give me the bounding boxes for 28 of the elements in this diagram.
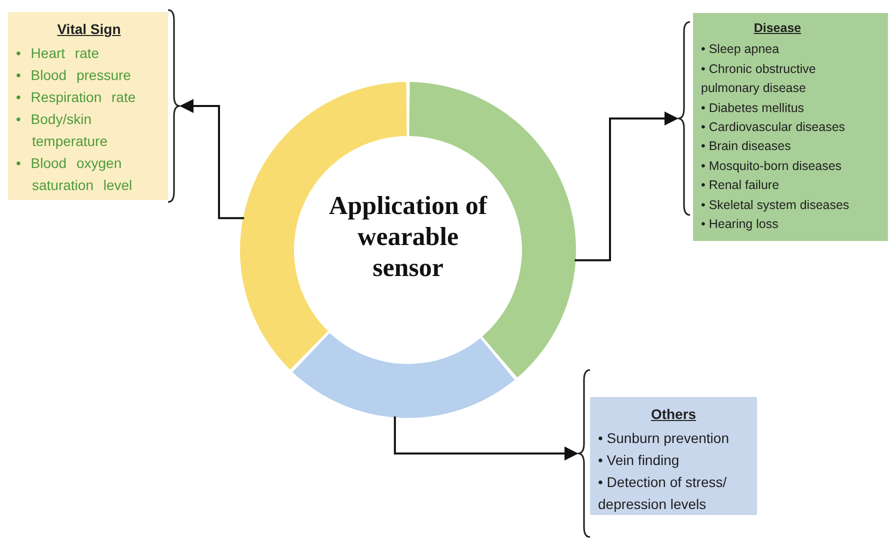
info-panel — [590, 397, 757, 515]
list-item: • Mosquito-born diseases — [701, 158, 843, 175]
list-item: • Sleep apnea — [701, 41, 780, 58]
list-item: • Blood pressure — [16, 66, 132, 85]
list-item: • Diabetes mellitus — [701, 100, 806, 117]
list-item: • Sunburn prevention — [598, 429, 730, 448]
list-item: • Skeletal system diseases — [701, 196, 850, 214]
list-item: • Brain diseases — [701, 138, 792, 156]
list-item: • Body/skin temperature — [16, 110, 108, 151]
arrow — [574, 112, 678, 262]
list-item: • Heart rate — [16, 44, 100, 63]
ring-segment — [292, 332, 515, 418]
panel-heading: Vital Sign — [56, 20, 122, 39]
info-panel — [693, 13, 888, 241]
panel-heading: Others — [650, 405, 698, 424]
info-panel — [8, 12, 168, 200]
panel-heading: Disease — [752, 20, 802, 37]
list-item: • Chronic obstructive pulmonary disease — [701, 60, 817, 98]
list-item: • Respiration rate — [16, 88, 137, 107]
arrow — [180, 99, 244, 220]
list-item: • Renal failure — [701, 177, 780, 194]
center-title: Application of wearable sensor — [328, 190, 488, 283]
list-item: • Cardiovascular diseases — [701, 119, 846, 136]
arrow — [394, 416, 578, 460]
list-item: • Vein finding — [598, 451, 680, 470]
list-item: • Hearing loss — [701, 216, 780, 234]
list-item: • Detection of stress/ depression levels — [598, 473, 728, 514]
list-item: • Blood oxygen saturation level — [16, 154, 134, 195]
